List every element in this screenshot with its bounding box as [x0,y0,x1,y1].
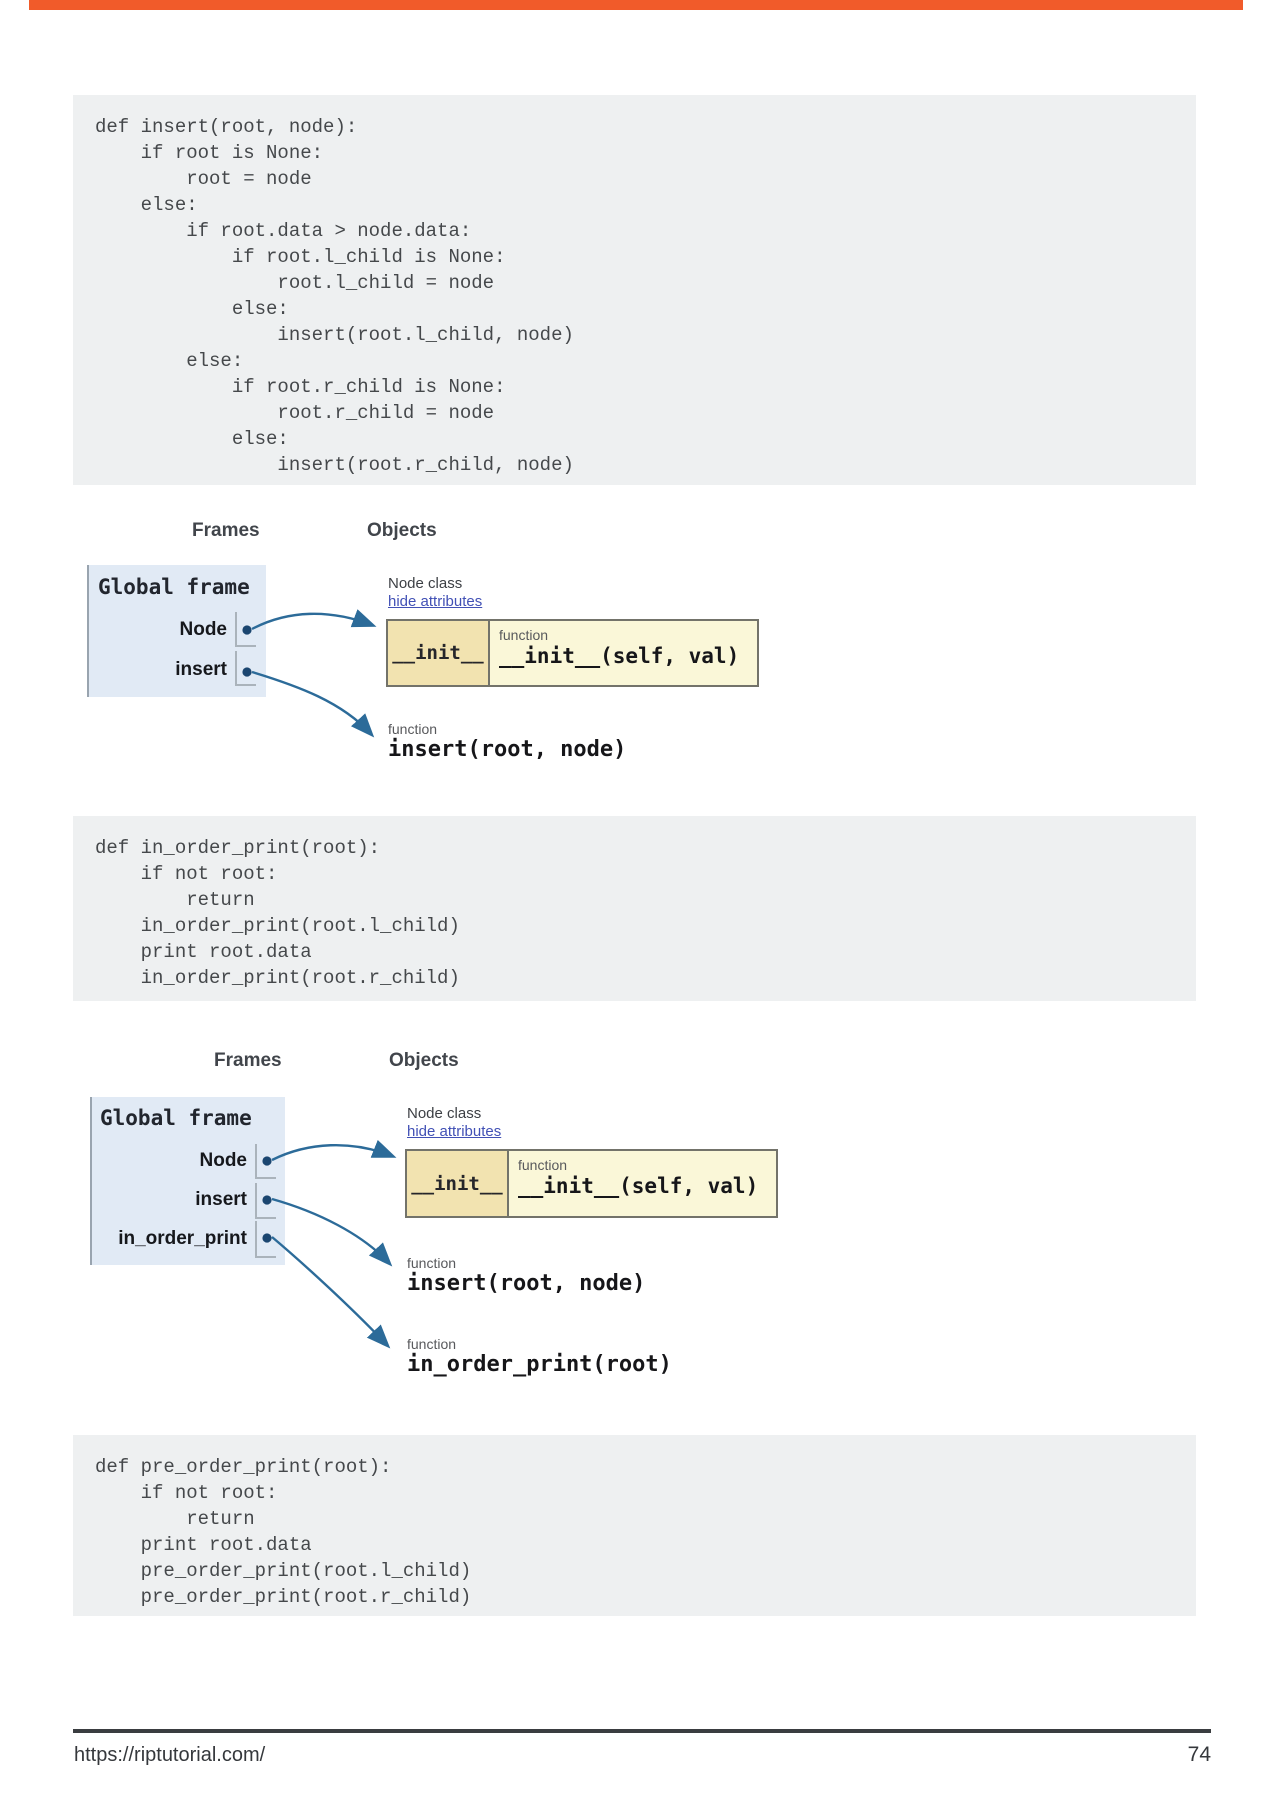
variable-slot [255,1221,276,1258]
attribute-name-cell: __init__ [407,1151,509,1216]
hide-attributes-link[interactable]: hide attributes [388,593,483,610]
code-text: def in_order_print(root): if not root: r… [95,837,460,989]
node-class-label: Node class [407,1105,482,1122]
variable-slot [255,1183,276,1219]
frames-header: Frames [214,1050,282,1071]
function-signature: insert(root, node) [407,1271,646,1296]
code-text: def insert(root, node): if root is None:… [95,116,574,476]
variable-name-in-order-print: in_order_print [118,1228,247,1249]
variable-slot [235,612,256,647]
variable-name-insert: insert [195,1189,247,1210]
footer-divider [73,1729,1211,1733]
variable-slot [255,1144,276,1179]
function-type-label: function [518,1157,568,1173]
node-class-label: Node class [388,575,463,592]
function-object-insert: function insert(root, node) [407,1255,645,1297]
variable-name-insert: insert [175,659,227,680]
variable-name-node: Node [199,1150,248,1171]
arrow-node-to-class [251,609,377,631]
code-block-pre-order-print: def pre_order_print(root): if not root: … [73,1435,1196,1616]
arrow-insert-to-function [271,1197,393,1267]
function-signature: insert(root, node) [388,737,627,762]
footer-url[interactable]: https://riptutorial.com/ [74,1744,266,1766]
objects-header: Objects [389,1050,459,1071]
function-signature: in_order_print(root) [407,1352,672,1377]
global-frame [90,1097,285,1265]
function-type-label: function [407,1255,457,1271]
function-signature: __init__(self, val) [499,644,740,668]
attribute-name-cell: __init__ [388,621,490,685]
global-frame-title: Global frame [100,1106,252,1130]
node-class-object: __init__ function __init__(self, val) [386,619,759,687]
footer-page-number: 74 [1187,1743,1211,1766]
arrow-in-order-print-to-function [271,1236,391,1349]
function-object-insert: function insert(root, node) [388,721,626,763]
function-type-label: function [388,721,438,737]
attribute-value-cell: function __init__(self, val) [509,1151,776,1216]
code-block-insert: def insert(root, node): if root is None:… [73,95,1196,485]
arrow-node-to-class [271,1139,397,1162]
function-object-in-order-print: function in_order_print(root) [407,1336,672,1378]
arrow-insert-to-function [251,670,375,738]
hide-attributes-link[interactable]: hide attributes [407,1123,502,1140]
function-type-label: function [407,1336,457,1352]
code-block-in-order-print: def in_order_print(root): if not root: r… [73,816,1196,1001]
attribute-value-cell: function __init__(self, val) [490,621,757,685]
node-class-object: __init__ function __init__(self, val) [405,1149,778,1218]
objects-header: Objects [367,520,437,541]
variable-name-node: Node [179,619,228,640]
code-text: def pre_order_print(root): if not root: … [95,1456,472,1608]
function-signature: __init__(self, val) [518,1174,759,1198]
function-type-label: function [499,627,549,643]
frames-header: Frames [192,520,260,541]
variable-slot [235,651,256,686]
global-frame-title: Global frame [98,575,250,599]
top-accent-bar [29,0,1243,10]
